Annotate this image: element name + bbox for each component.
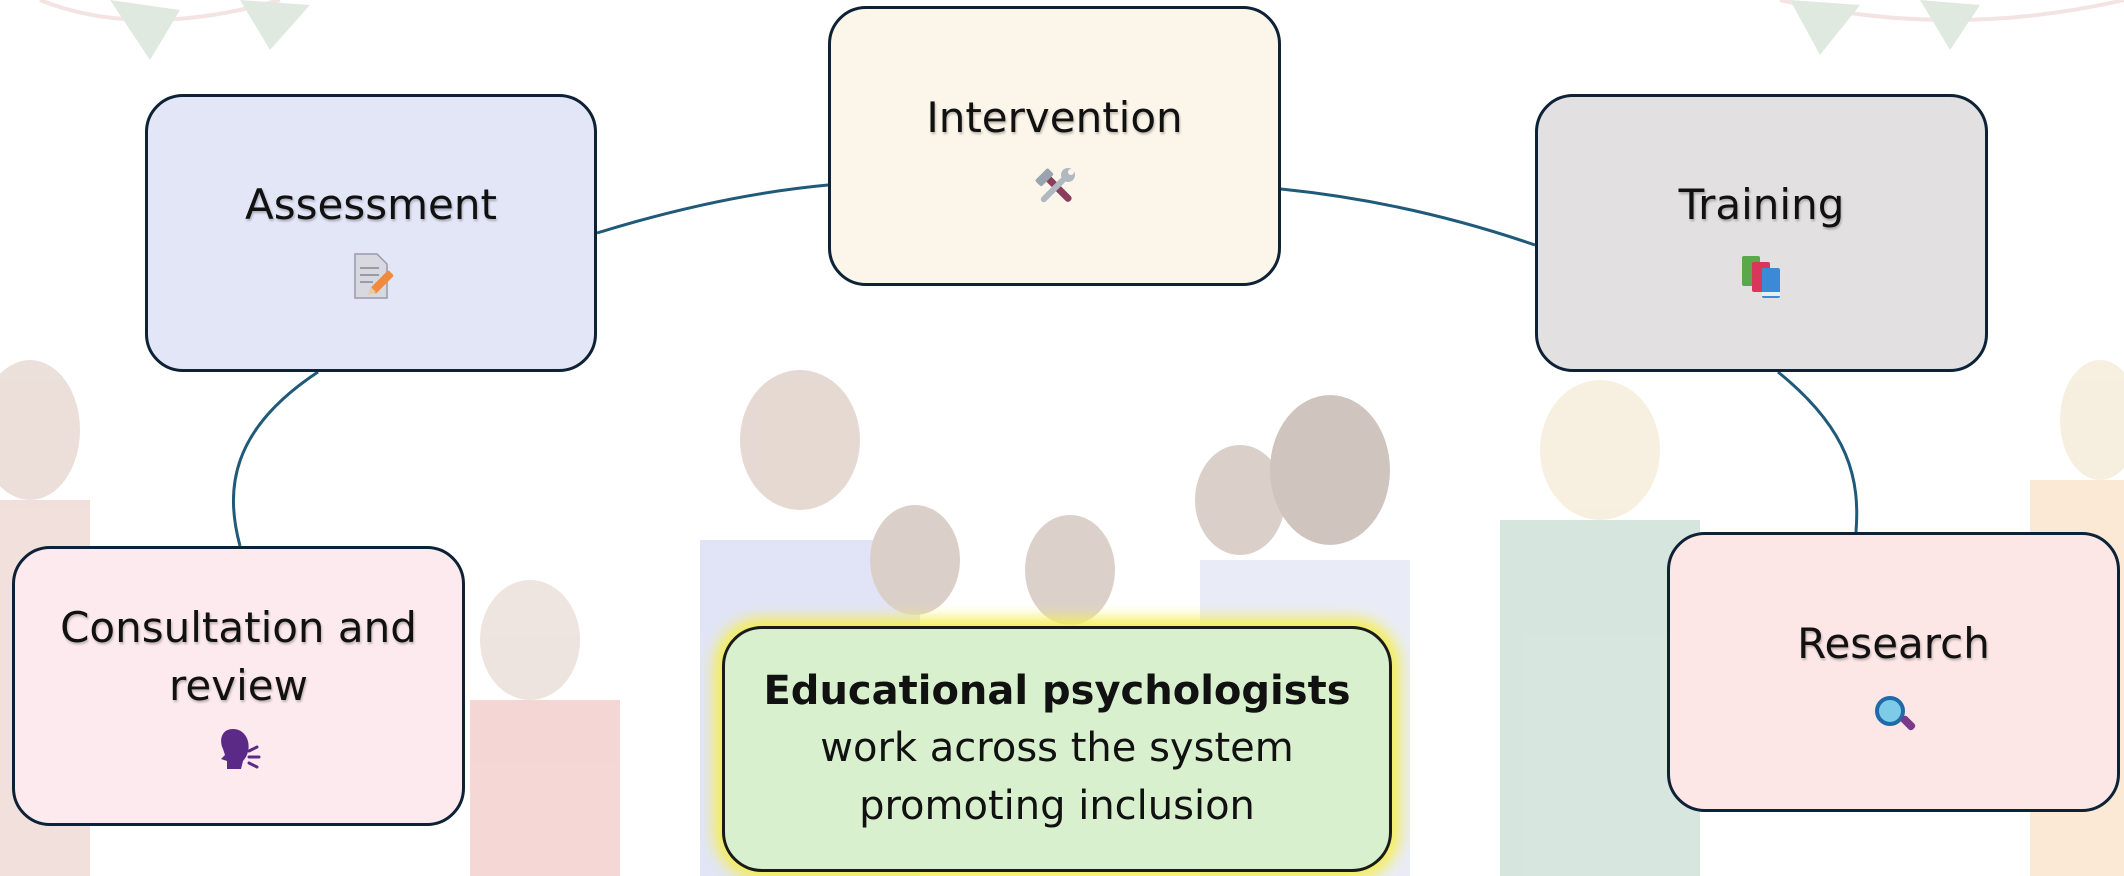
node-intervention: Intervention xyxy=(828,6,1281,286)
node-intervention-label: Intervention xyxy=(926,93,1183,142)
node-assessment: Assessment xyxy=(145,94,597,372)
node-consultation-label-line1: Consultation and xyxy=(60,603,417,652)
connector-training-research xyxy=(1777,370,1859,533)
central-statement-line1: work across the system xyxy=(820,725,1294,771)
connector-assessment-intervention xyxy=(596,183,829,235)
memo-pencil-icon xyxy=(354,253,394,299)
node-consultation-label-line2: review xyxy=(169,661,308,710)
node-training-label: Training xyxy=(1678,180,1845,229)
connector-intervention-training xyxy=(1280,187,1536,247)
books-icon xyxy=(1741,256,1780,298)
node-consultation-and-review: Consultation and review xyxy=(12,546,465,826)
node-research-label: Research xyxy=(1797,619,1990,668)
central-statement-box: Educational psychologists work across th… xyxy=(722,626,1392,872)
central-statement-title: Educational psychologists xyxy=(763,668,1351,714)
speaking-head-icon xyxy=(220,729,260,769)
node-training: Training xyxy=(1535,94,1988,372)
central-statement-line2: promoting inclusion xyxy=(859,783,1255,829)
node-research: Research xyxy=(1667,532,2120,812)
connector-assessment-consultation xyxy=(231,370,319,547)
magnifying-glass-icon xyxy=(1874,696,1915,731)
hammer-wrench-icon xyxy=(1035,168,1075,203)
node-assessment-label: Assessment xyxy=(245,180,497,229)
